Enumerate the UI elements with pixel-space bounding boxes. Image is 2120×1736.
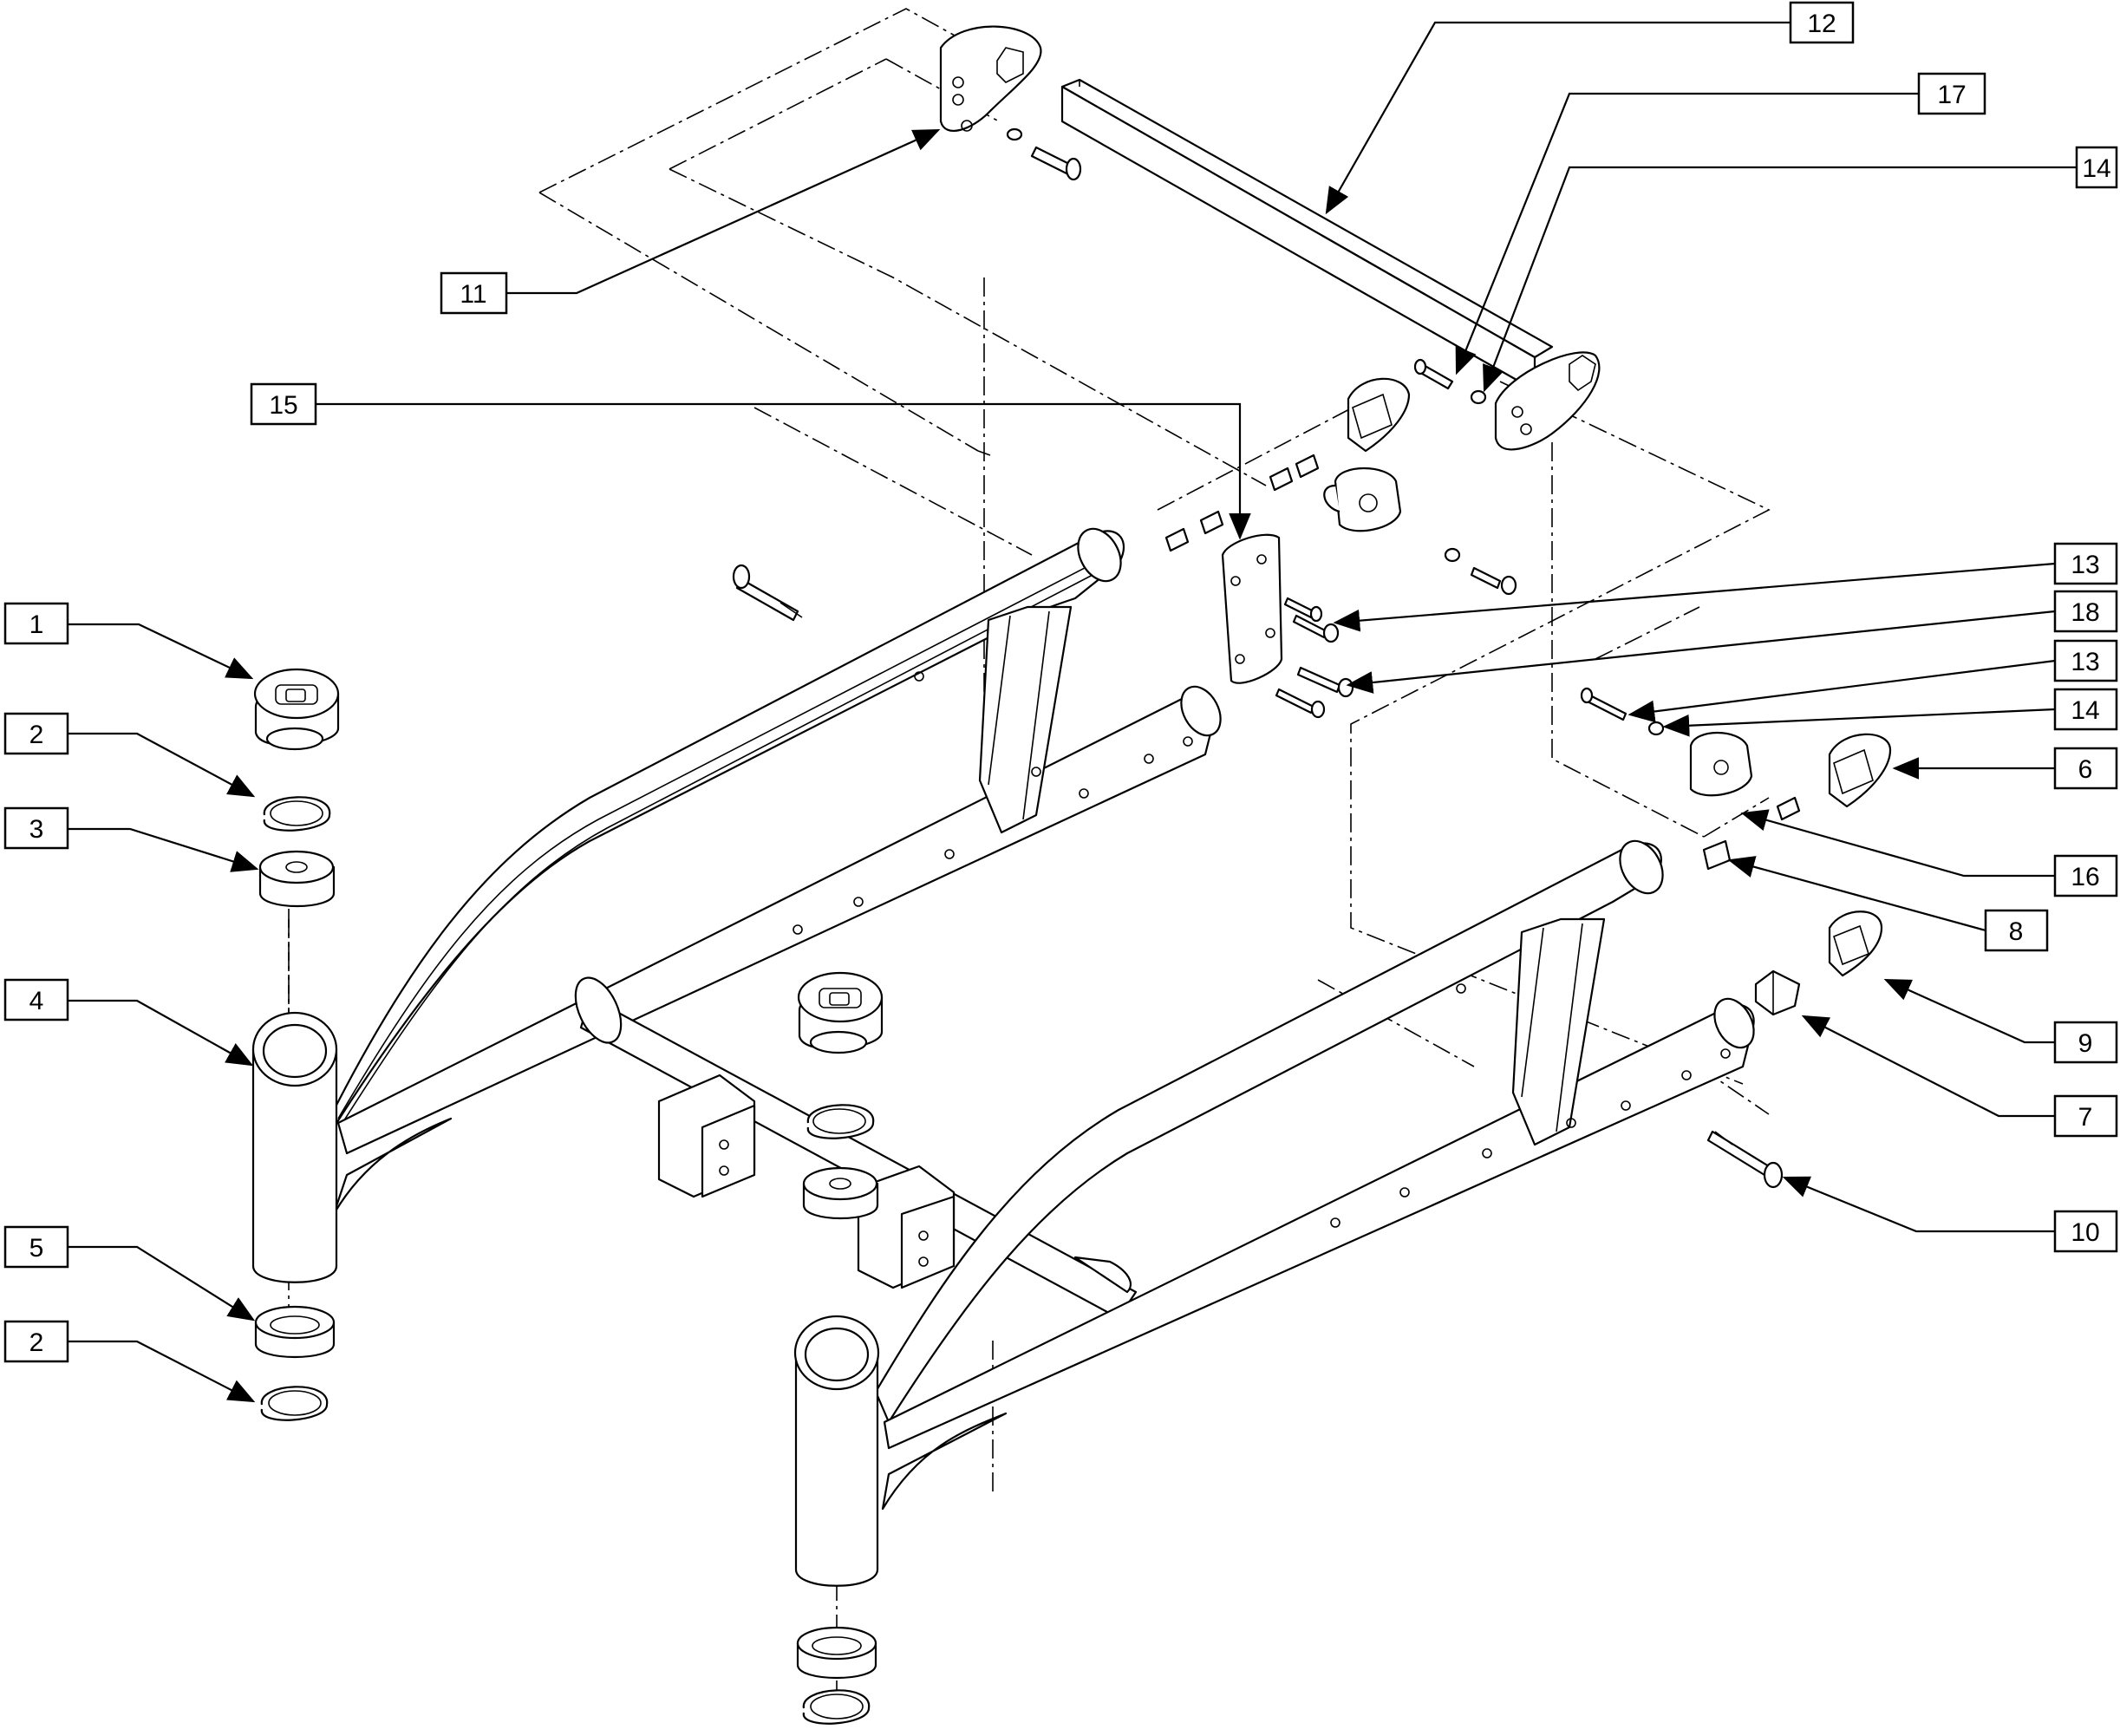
callout-12: 12 — [1789, 1, 1855, 44]
callout-11: 11 — [440, 271, 508, 315]
leader-13b — [1628, 659, 2056, 723]
callout-2b-label: 2 — [29, 1328, 44, 1357]
callout-8-label: 8 — [2009, 917, 2024, 946]
callout-14b-label: 14 — [2071, 696, 2099, 725]
callout-15: 15 — [250, 382, 317, 426]
top-bar-parts — [939, 25, 1601, 451]
leader-7 — [1801, 1015, 2055, 1118]
callout-2b: 2 — [3, 1320, 69, 1363]
frame-holes — [793, 671, 1731, 1228]
callout-4-label: 4 — [29, 987, 44, 1015]
leader-13a — [1333, 562, 2056, 632]
leader-5 — [68, 1245, 256, 1322]
leader-15 — [316, 402, 1251, 540]
callout-1: 1 — [3, 602, 69, 645]
callout-15-label: 15 — [269, 391, 297, 420]
left-stack-parts — [253, 668, 340, 1421]
callout-16: 16 — [2053, 854, 2118, 897]
callout-17: 17 — [1917, 72, 1986, 115]
callout-13b: 13 — [2053, 639, 2118, 682]
callout-14a-label: 14 — [2082, 154, 2110, 183]
right-hardware — [1580, 687, 1892, 1189]
callout-9: 9 — [2053, 1021, 2118, 1064]
callout-5: 5 — [3, 1225, 69, 1269]
leader-8 — [1727, 856, 1986, 932]
leader-16 — [1740, 809, 2055, 878]
callout-8: 8 — [1984, 909, 2049, 952]
frame-assembly — [251, 527, 1755, 1587]
leader-4 — [68, 999, 254, 1067]
callout-10-label: 10 — [2071, 1218, 2099, 1247]
assembly-lines — [288, 8, 1771, 1700]
leader-lines — [68, 21, 2077, 1403]
callout-14b: 14 — [2053, 688, 2118, 731]
callout-2a: 2 — [3, 712, 69, 755]
callout-18: 18 — [2053, 590, 2118, 633]
callout-4: 4 — [3, 978, 69, 1021]
callout-6: 6 — [2053, 747, 2118, 790]
leader-1 — [68, 623, 254, 680]
callout-16-label: 16 — [2071, 863, 2099, 891]
leader-14b — [1662, 708, 2056, 737]
leader-14a — [1483, 166, 2077, 393]
callout-12-label: 12 — [1807, 10, 1836, 38]
callout-3: 3 — [3, 806, 69, 850]
callout-6-label: 6 — [2078, 755, 2093, 784]
callout-14a: 14 — [2075, 146, 2118, 189]
callout-2a-label: 2 — [29, 721, 44, 749]
leader-17 — [1455, 92, 1919, 375]
leader-3 — [68, 827, 259, 872]
callout-18-label: 18 — [2071, 598, 2099, 627]
right-stack-parts — [796, 971, 884, 1725]
callout-10: 10 — [2053, 1210, 2118, 1253]
leader-2b — [68, 1340, 256, 1403]
callout-13a-label: 13 — [2071, 551, 2099, 579]
callout-7-label: 7 — [2078, 1103, 2093, 1132]
leader-18 — [1346, 610, 2056, 694]
leader-10 — [1782, 1176, 2055, 1233]
leader-12 — [1325, 21, 1791, 215]
callout-7: 7 — [2053, 1094, 2118, 1138]
leader-11 — [506, 128, 941, 295]
callout-11-label: 11 — [460, 280, 486, 309]
callout-13a: 13 — [2053, 542, 2118, 585]
callouts: 1 2 3 4 5 2 11 15 — [3, 1, 2118, 1363]
callout-1-label: 1 — [29, 610, 44, 639]
callout-17-label: 17 — [1937, 81, 1966, 109]
leader-9 — [1883, 978, 2055, 1044]
callout-5-label: 5 — [29, 1234, 44, 1263]
leader-2a — [68, 732, 256, 798]
callout-13b-label: 13 — [2071, 648, 2099, 676]
callout-3-label: 3 — [29, 815, 44, 844]
callout-9-label: 9 — [2078, 1029, 2093, 1058]
